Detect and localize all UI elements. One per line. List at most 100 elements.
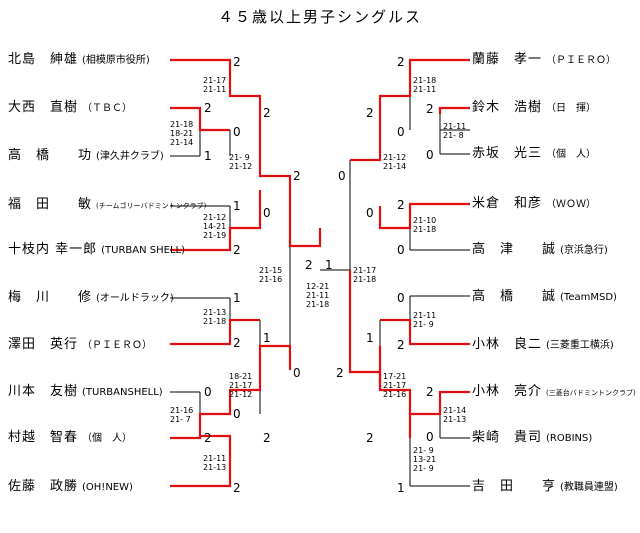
player-name: 高 橋 誠: [472, 289, 557, 304]
player-name: 吉 田 亨: [472, 479, 557, 494]
game-count: 0: [426, 148, 434, 162]
player-name: 梅 川 修: [8, 290, 93, 305]
game-count: 2: [204, 431, 212, 445]
game-count: 1: [397, 481, 405, 495]
match-score: 21-17 21-11: [203, 76, 227, 94]
match-score: 21-10 21-18: [413, 216, 437, 234]
player-name: 澤田 英行: [8, 337, 79, 352]
match-score: 21-18 21-11: [413, 76, 437, 94]
player-team: （個 人）: [546, 149, 597, 160]
match-score: 21-12 14-21 21-19: [203, 213, 227, 240]
player-name: 柴崎 貴司: [472, 430, 543, 445]
game-count: 2: [233, 481, 241, 495]
player-team: (チームゴリーバドミントンクラブ): [96, 202, 207, 210]
player-team: （個 人）: [82, 433, 133, 444]
left-player-5: 十枝内 幸一郎(TURBAN SHELL): [8, 242, 185, 259]
right-player-10: 吉 田 亨(教職員連盟): [472, 479, 618, 496]
left-player-6: 梅 川 修(オールドラック): [8, 290, 174, 307]
match-score: 21-11 21- 8: [443, 122, 467, 140]
right-player-8: 小林 亮介(三菱台バドミントンクラブ): [472, 384, 636, 401]
game-count: 0: [397, 125, 405, 139]
game-count: 2: [426, 102, 434, 116]
left-player-1: 北島 紳雄(相模原市役所): [8, 52, 150, 69]
right-player-2: 鈴木 浩樹（日 揮）: [472, 100, 596, 117]
game-count: 2: [263, 431, 271, 445]
match-score: 18-21 21-17 21-12: [229, 372, 253, 399]
match-score: 21-17 21-18: [353, 266, 377, 284]
player-name: 北島 紳雄: [8, 52, 79, 67]
player-team: (ROBINS): [546, 433, 593, 444]
player-name: 高 津 誠: [472, 242, 557, 257]
player-name: 大西 直樹: [8, 100, 79, 115]
match-score: 21-16 21- 7: [170, 406, 194, 424]
game-count: 2: [397, 198, 405, 212]
match-score: 21- 9 21-12: [229, 153, 253, 171]
match-score: 21-12 21-14: [383, 153, 407, 171]
game-count: 2: [233, 243, 241, 257]
player-team: (TeamMSD): [560, 292, 617, 303]
game-count: 2: [233, 55, 241, 69]
right-player-1: 蘭藤 孝一（ＰＩＥＲＯ）: [472, 52, 616, 69]
player-team: (三菱台バドミントンクラブ): [546, 389, 636, 397]
game-count: 2: [204, 101, 212, 115]
game-count: 0: [338, 169, 346, 183]
right-player-6: 高 橋 誠(TeamMSD): [472, 289, 617, 306]
left-player-9: 村越 智春（個 人）: [8, 430, 132, 447]
player-team: (教職員連盟): [560, 482, 618, 493]
left-player-7: 澤田 英行（ＰＩＥＲＯ）: [8, 337, 152, 354]
game-count: 0: [233, 125, 241, 139]
player-name: 蘭藤 孝一: [472, 52, 543, 67]
right-player-7: 小林 良二(三菱重工横浜): [472, 337, 614, 354]
player-name: 川本 友樹: [8, 384, 79, 399]
game-count: 0: [426, 430, 434, 444]
left-player-8: 川本 友樹(TURBANSHELL): [8, 384, 163, 401]
game-count: 1: [263, 331, 271, 345]
player-name: 十枝内 幸一郎: [8, 242, 98, 257]
game-count: 2: [426, 385, 434, 399]
player-name: 小林 亮介: [472, 384, 543, 399]
left-player-4: 福 田 敏(チームゴリーバドミントンクラブ): [8, 197, 206, 214]
game-count: 1: [233, 199, 241, 213]
game-count: 2: [233, 336, 241, 350]
match-score: 21-15 21-16: [259, 266, 283, 284]
match-score: 21-18 18-21 21-14: [170, 120, 194, 147]
game-count: 2: [397, 338, 405, 352]
match-score: 21- 9 13-21 21- 9: [413, 446, 437, 473]
game-count: 2: [293, 169, 301, 183]
final-score: 12-21 21-11 21-18: [306, 282, 330, 309]
player-team: (京浜急行): [560, 245, 608, 256]
player-name: 村越 智春: [8, 430, 79, 445]
game-count: 2: [366, 106, 374, 120]
game-count: 2: [305, 258, 313, 272]
player-team: (津久井クラブ): [96, 151, 164, 162]
game-count: 0: [397, 291, 405, 305]
player-team: (オールドラック): [96, 293, 174, 304]
player-name: 小林 良二: [472, 337, 543, 352]
player-name: 福 田 敏: [8, 197, 93, 212]
player-team: （ＰＩＥＲＯ）: [82, 340, 153, 351]
left-player-3: 高 橋 功(津久井クラブ): [8, 148, 164, 165]
game-count: 1: [233, 291, 241, 305]
match-score: 17-21 21-17 21-16: [383, 372, 407, 399]
game-count: 1: [325, 258, 333, 272]
game-count: 0: [263, 206, 271, 220]
game-count: 1: [204, 149, 212, 163]
player-team: (TURBAN SHELL): [101, 245, 186, 256]
player-name: 米倉 和彦: [472, 196, 543, 211]
player-team: (TURBANSHELL): [82, 387, 163, 398]
right-player-3: 赤坂 光三（個 人）: [472, 146, 596, 163]
game-count: 1: [366, 331, 374, 345]
right-player-9: 柴崎 貴司(ROBINS): [472, 430, 592, 447]
player-name: 鈴木 浩樹: [472, 100, 543, 115]
game-count: 0: [397, 243, 405, 257]
game-count: 0: [204, 385, 212, 399]
player-team: (三菱重工横浜): [546, 340, 614, 351]
player-team: (相模原市役所): [82, 55, 150, 66]
game-count: 2: [366, 431, 374, 445]
right-player-5: 高 津 誠(京浜急行): [472, 242, 608, 259]
page-title: ４５歳以上男子シングルス: [217, 8, 422, 26]
match-score: 21-13 21-18: [203, 308, 227, 326]
right-player-4: 米倉 和彦（ＷＯＷ）: [472, 196, 596, 213]
match-score: 21-14 21-13: [443, 406, 467, 424]
